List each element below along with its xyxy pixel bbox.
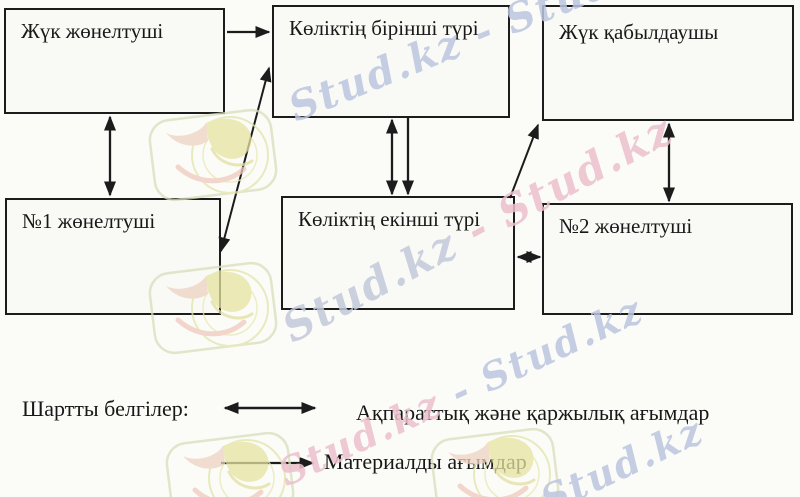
box-sender-1-label: №1 жөнелтуші — [22, 209, 156, 233]
watermark-part: Stud.kz — [271, 380, 449, 495]
box-transport-first: Көліктің бірінші түрі — [272, 5, 510, 118]
box-transport-second-label: Көліктің екінші түрі — [298, 207, 481, 231]
box-consignor: Жүк жөнелтуші — [4, 8, 225, 114]
box-transport-second: Көліктің екінші түрі — [281, 196, 515, 310]
studkz-logo-stamp-icon — [148, 108, 279, 202]
arrow-sender1-transport1 — [218, 66, 272, 253]
box-consignee-label: Жүк қабылдаушы — [559, 20, 719, 44]
box-sender-2: №2 жөнелтуші — [542, 203, 793, 315]
arrow-transport2-to-consignee — [509, 123, 539, 199]
legend-title: Шартты белгілер: — [22, 396, 189, 421]
single-headed-arrow-icon — [221, 457, 315, 469]
box-consignee: Жүк қабылдаушы — [542, 5, 794, 121]
box-sender-1: №1 жөнелтуші — [5, 198, 221, 315]
legend-label-information-financial: Ақпараттық және қаржылық ағымдар — [356, 400, 710, 425]
box-consignor-label: Жүк жөнелтуші — [21, 19, 164, 43]
box-sender-2-label: №2 жөнелтуші — [559, 214, 693, 238]
box-transport-first-label: Көліктің бірінші түрі — [289, 16, 479, 40]
double-headed-arrow-icon — [223, 402, 317, 414]
legend-label-material: Материалды ағымдар — [324, 449, 527, 474]
